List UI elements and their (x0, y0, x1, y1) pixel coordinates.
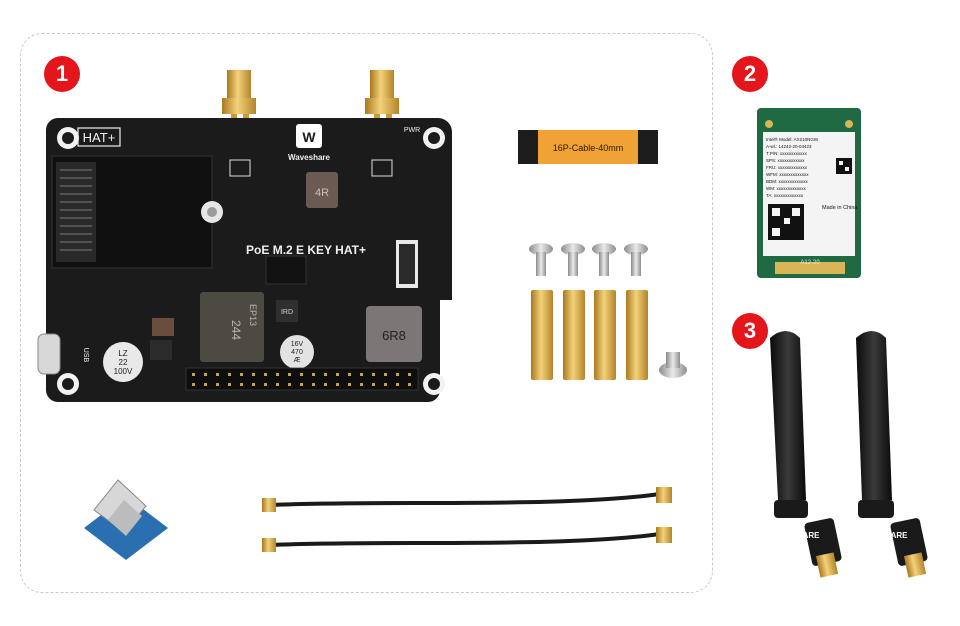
wifi-card: Intel® Model: AX210NGW A-wl.: 14242-20-0… (757, 108, 861, 278)
standoff-4 (626, 290, 648, 380)
screw-1 (529, 243, 553, 276)
inductor-left-label: 4R (315, 187, 329, 199)
board-brand: Waveshare (288, 153, 331, 162)
inductor-big-label: 244 (229, 320, 243, 340)
card-line-6: BDM: xxxxxxxxxxxxx (766, 179, 809, 184)
cable-label: 16P-Cable-40mm (553, 143, 624, 153)
standoff-1 (531, 290, 553, 380)
board-hat-label: HAT+ (83, 130, 116, 145)
cap-right-line-3: Æ (294, 357, 301, 364)
ipex-cable-2 (268, 532, 662, 547)
poe-m2-hat-board: W (37, 70, 452, 402)
card-line-2: T P/N: xxxxxxxxxxxx (766, 151, 808, 156)
badge-3: 3 (732, 313, 768, 349)
screw-3 (592, 243, 616, 276)
card-model: Intel® Model: AX210NGW (766, 136, 819, 142)
fpc-cable: 16P-Cable-40mm (518, 130, 658, 164)
badge-1: 1 (44, 56, 80, 92)
antenna-left: WAVESHARE (769, 331, 842, 578)
antenna-right: WAVESHARE (856, 331, 928, 578)
cap-right-line-2: 470 (291, 349, 303, 356)
cap-left-line-1: LZ (118, 349, 127, 358)
screws (529, 243, 687, 378)
standoffs (531, 290, 648, 380)
standoff-3 (594, 290, 616, 380)
ep-label: EP13 (248, 304, 258, 326)
standoff-2 (563, 290, 585, 380)
cap-left-line-2: 22 (119, 358, 128, 367)
cap-left-line-3: 100V (114, 367, 133, 376)
antenna-left-brand: WAVESHARE (769, 531, 821, 540)
inductor-right-label: 6R8 (382, 328, 406, 343)
card-line-8: TA: xxxxxxxxxxxxx (766, 193, 804, 198)
badge-2: 2 (732, 56, 768, 92)
card-line-4: FRU: xxxxxxxxxxxxx (766, 165, 808, 170)
screw-4 (624, 243, 648, 276)
ipex-cable-1 (268, 492, 662, 507)
card-line-1: A-wl.: 14242-20-04423 (766, 144, 812, 149)
card-line-7: WM: xxxxxxxxxxxxx (766, 186, 806, 191)
screw-2 (561, 243, 585, 276)
ird-label: IRD (281, 309, 293, 316)
antenna-right-brand: WAVESHARE (857, 531, 909, 540)
usb-adapter (84, 479, 168, 560)
board-title: PoE M.2 E KEY HAT+ (246, 243, 366, 257)
qr-code-small (836, 158, 852, 174)
kit-contents-frame (20, 33, 713, 593)
made-in-china: Made in China (822, 205, 858, 211)
card-line-3: SPS: xxxxxxxxxxxx (766, 158, 805, 163)
cap-right-line-1: 16V (291, 341, 304, 348)
small-screw (659, 352, 687, 378)
card-key-label: A12-20 (800, 260, 820, 266)
svg-text:W: W (302, 129, 316, 145)
board-usb-label: USB (82, 348, 89, 363)
card-line-5: WFM: xxxxxxxxxxxxx (766, 172, 809, 177)
board-pwr-label: PWR (404, 127, 420, 134)
ipex-cables (268, 492, 662, 547)
